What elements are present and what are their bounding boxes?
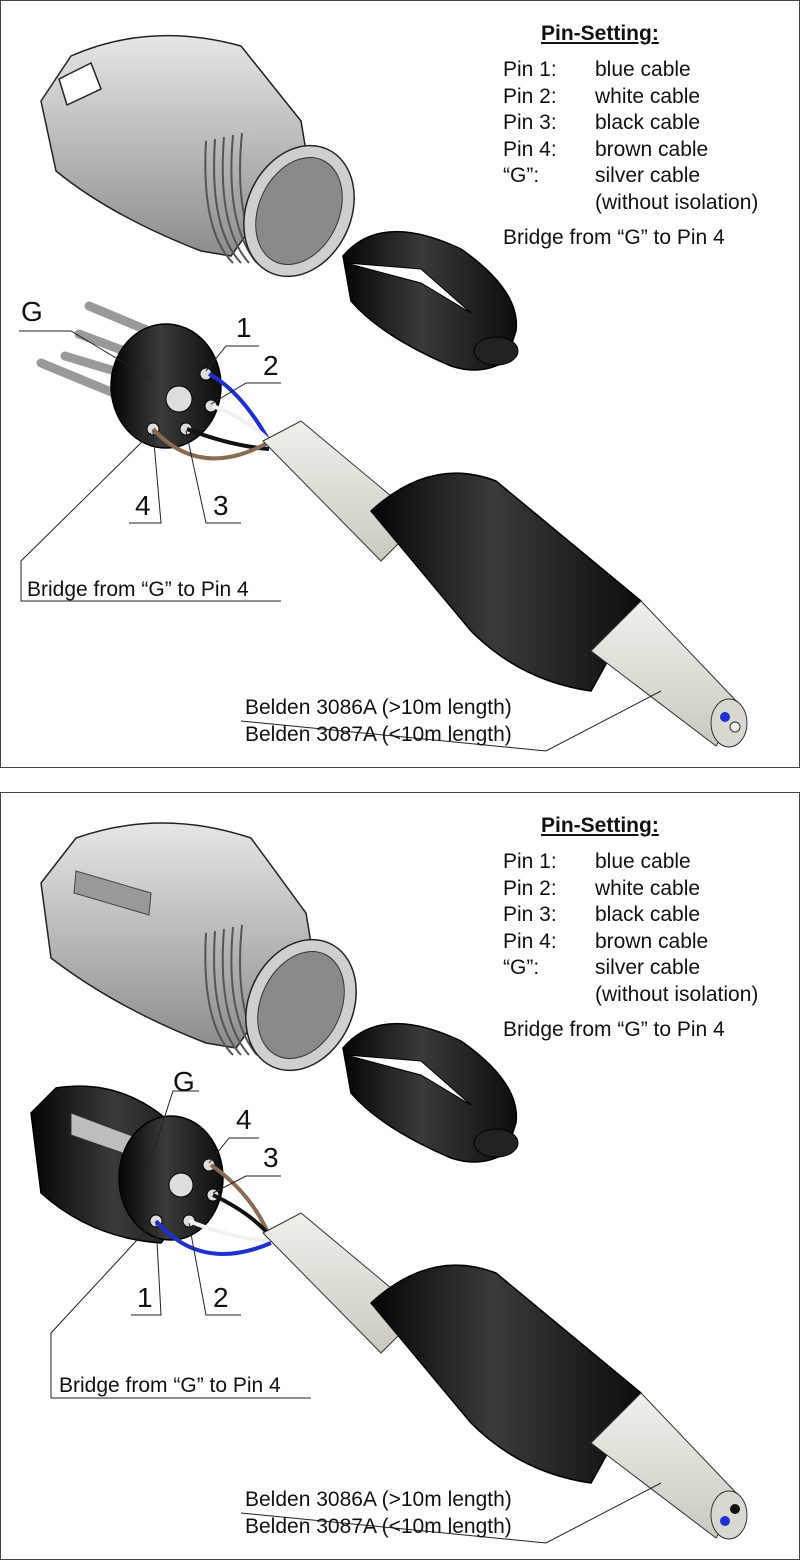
cable-type-label: Belden 3086A (>10m length) bbox=[245, 1488, 512, 1511]
cable-label: black cable bbox=[595, 903, 701, 926]
cable-label: white cable bbox=[595, 877, 701, 900]
cable-label: (without isolation) bbox=[595, 983, 759, 1006]
callout-g: G bbox=[21, 296, 43, 327]
callout-pin-3: 3 bbox=[213, 490, 229, 521]
bridge-caption: Bridge from “G” to Pin 4 bbox=[27, 578, 249, 601]
cable-label: silver cable bbox=[595, 956, 701, 979]
bridge-caption: Bridge from “G” to Pin 4 bbox=[59, 1374, 281, 1397]
pin-label: Pin 3: bbox=[503, 903, 557, 926]
cable-label: black cable bbox=[595, 111, 701, 134]
cable-type-label: Belden 3087A (<10m length) bbox=[245, 1515, 512, 1538]
callout-pin-3: 3 bbox=[263, 1142, 279, 1173]
callout-g: G bbox=[173, 1066, 195, 1097]
cable-type-label: Belden 3087A (<10m length) bbox=[245, 723, 512, 746]
top-connector-panel: Pin-Setting: Pin 1: blue cable Pin 2: wh… bbox=[0, 0, 800, 768]
split-collet bbox=[342, 230, 519, 371]
bottom-connector-panel: Pin-Setting: Pin 1: blue cable Pin 2: wh… bbox=[0, 792, 800, 1560]
split-collet bbox=[342, 1022, 519, 1163]
callout-pin-2: 2 bbox=[263, 350, 279, 381]
pin-label: Pin 2: bbox=[503, 85, 557, 108]
pin-setting-heading: Pin-Setting: bbox=[541, 814, 659, 837]
cable-label: (without isolation) bbox=[595, 191, 759, 214]
wires bbox=[151, 372, 273, 461]
pin-label: “G”: bbox=[503, 956, 540, 979]
callout-pin-4: 4 bbox=[135, 490, 151, 521]
callout-pin-1: 1 bbox=[137, 1282, 153, 1313]
callout-pin-2: 2 bbox=[213, 1282, 229, 1313]
pin-insert bbox=[36, 301, 222, 449]
cable-label: blue cable bbox=[595, 58, 691, 81]
leader-lines bbox=[19, 330, 662, 752]
pin-label: Pin 1: bbox=[503, 58, 557, 81]
cable-and-boot bbox=[262, 1212, 748, 1540]
pin-label: Pin 1: bbox=[503, 850, 557, 873]
metal-housing bbox=[40, 34, 355, 278]
female-connector-illustration bbox=[30, 822, 748, 1544]
cable-label: brown cable bbox=[595, 138, 709, 161]
pin-label: Pin 4: bbox=[503, 138, 557, 161]
callout-pin-4: 4 bbox=[236, 1104, 252, 1135]
bridge-note: Bridge from “G” to Pin 4 bbox=[503, 1018, 725, 1041]
pin-label: Pin 3: bbox=[503, 111, 557, 134]
socket-insert bbox=[30, 1085, 224, 1244]
cable-and-boot bbox=[262, 420, 748, 748]
bridge-note: Bridge from “G” to Pin 4 bbox=[503, 226, 725, 249]
pin-setting-heading: Pin-Setting: bbox=[541, 22, 659, 45]
pin-label: Pin 2: bbox=[503, 877, 557, 900]
cable-label: white cable bbox=[595, 85, 701, 108]
pin-label: Pin 4: bbox=[503, 930, 557, 953]
male-connector-illustration bbox=[19, 34, 748, 752]
cable-label: silver cable bbox=[595, 164, 701, 187]
cable-label: brown cable bbox=[595, 930, 709, 953]
cable-label: blue cable bbox=[595, 850, 691, 873]
callout-pin-1: 1 bbox=[236, 312, 252, 343]
leader-lines bbox=[50, 1090, 662, 1544]
pin-label: “G”: bbox=[503, 164, 540, 187]
cable-type-label: Belden 3086A (>10m length) bbox=[245, 696, 512, 719]
metal-housing bbox=[40, 822, 357, 1072]
